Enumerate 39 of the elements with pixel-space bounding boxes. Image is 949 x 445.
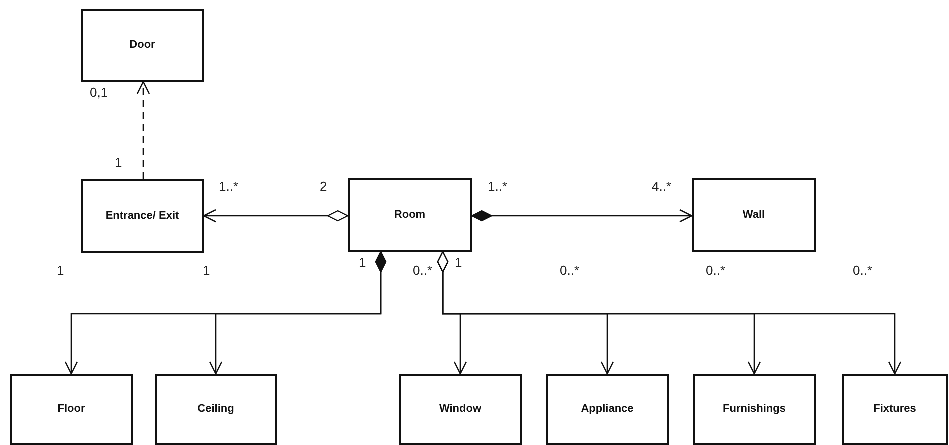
class-box <box>692 178 816 252</box>
multiplicity-label: 1..* <box>219 180 239 193</box>
association-arrow <box>437 251 902 375</box>
association-arrow <box>471 209 693 223</box>
association-arrow <box>203 209 349 223</box>
multiplicity-label: 0..* <box>413 264 433 277</box>
multiplicity-label: 1 <box>115 156 122 169</box>
class-name: Furnishings <box>723 402 786 417</box>
multiplicity-label: 4..* <box>652 180 672 193</box>
class-name: Window <box>439 402 482 417</box>
class-name: Floor <box>58 402 86 417</box>
multiplicity-label: 1 <box>203 264 210 277</box>
class-box <box>348 178 472 252</box>
multiplicity-label: 0..* <box>706 264 726 277</box>
multiplicity-label: 0,1 <box>90 86 108 99</box>
association-arrow <box>209 251 387 375</box>
multiplicity-label: 0..* <box>560 264 580 277</box>
class-name: Door <box>130 38 156 53</box>
class-box <box>399 374 522 445</box>
class-box <box>155 374 277 445</box>
class-name: Appliance <box>581 402 634 417</box>
class-box <box>842 374 948 445</box>
class-name: Wall <box>742 208 766 222</box>
multiplicity-label: 1 <box>455 256 462 269</box>
class-box <box>81 179 204 253</box>
multiplicity-label: 1..* <box>488 180 508 193</box>
class-name: Ceiling <box>198 402 234 417</box>
multiplicity-label: 1 <box>359 256 366 269</box>
class-name: Entrance/ Exit <box>106 208 180 224</box>
class-name: Fixtures <box>874 402 916 417</box>
class-box <box>10 374 133 445</box>
association-arrow <box>136 81 150 179</box>
multiplicity-label: 2 <box>320 180 328 193</box>
multiplicity-label: 0..* <box>853 264 873 277</box>
class-name: Room <box>394 208 426 222</box>
class-box <box>693 374 816 445</box>
class-box <box>546 374 669 445</box>
multiplicity-label: 1 <box>57 264 64 277</box>
class-box <box>81 9 204 82</box>
